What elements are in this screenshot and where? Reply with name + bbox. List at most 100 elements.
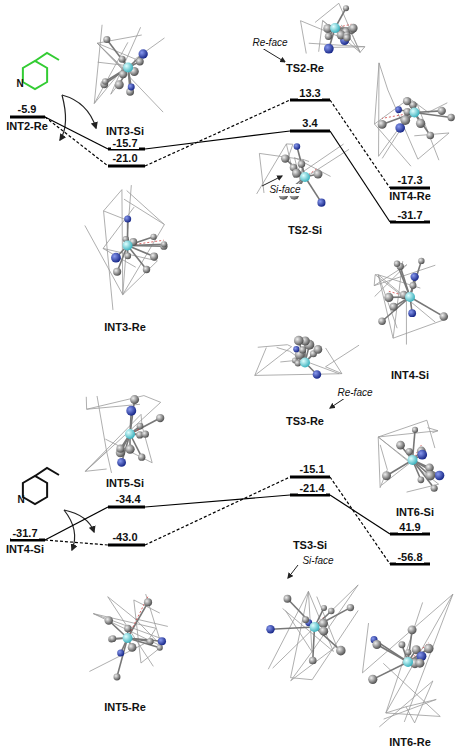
atom-ball	[137, 423, 144, 430]
atom-ball	[412, 427, 418, 433]
atom-ball	[113, 673, 120, 680]
wireframe-bond	[121, 190, 123, 295]
face-arrow	[330, 398, 345, 408]
wireframe-bond	[124, 199, 164, 224]
energy-label: INT3-Si	[105, 125, 145, 137]
atom-ball	[447, 114, 454, 121]
atom-ball	[410, 282, 417, 289]
atom-ball	[294, 336, 304, 346]
atom-ball	[136, 58, 144, 66]
energy-label: INT4-Re	[388, 190, 432, 202]
curved-arrow	[60, 95, 66, 140]
wireframe-bond	[273, 585, 359, 668]
energy-label: -56.8	[396, 551, 423, 563]
atom-ball	[113, 268, 121, 276]
atom-ball	[299, 346, 306, 353]
wireframe-bond	[393, 319, 445, 338]
atom-ball	[401, 115, 411, 125]
atom-ball	[378, 120, 387, 129]
atom-ball	[142, 431, 149, 438]
wireframe-bond	[85, 402, 160, 471]
energy-label: TS3-Si	[292, 539, 328, 551]
energy-level	[108, 544, 145, 547]
atom-ball	[416, 119, 425, 128]
metal-atom	[330, 23, 340, 33]
stick-bond	[270, 627, 314, 629]
atom-ball	[438, 107, 446, 115]
wireframe-bond	[404, 594, 453, 722]
solid-path	[145, 131, 290, 149]
atom-ball	[343, 5, 349, 11]
atom-ball	[395, 106, 402, 113]
energy-label: 41.9	[398, 521, 421, 533]
wireframe-bond	[258, 345, 288, 348]
atom-ball	[119, 56, 126, 63]
wireframe-bond	[315, 3, 339, 22]
wireframe-bond	[380, 445, 387, 470]
metal-atom	[123, 241, 133, 251]
atom-ball	[321, 605, 327, 611]
atom-ball	[115, 80, 124, 89]
energy-label: -17.3	[396, 174, 423, 186]
wireframe-bond	[326, 348, 342, 374]
curved-arrow	[64, 510, 75, 550]
dashed-path	[145, 477, 290, 545]
wireframe-bond	[319, 21, 323, 52]
wireframe-bond	[259, 153, 264, 193]
wireframe-bond	[108, 597, 135, 619]
energy-label: TS2-Re	[285, 62, 325, 74]
atom-ball	[158, 637, 166, 645]
stick-bond	[128, 602, 149, 638]
energy-label: INT3-Re	[103, 321, 147, 333]
wireframe-bond	[379, 63, 388, 90]
atom-ball	[144, 598, 152, 606]
atom-ball	[157, 645, 163, 651]
wireframe-bond	[104, 211, 126, 220]
atom-ball	[313, 370, 322, 379]
atom-ball	[319, 627, 328, 636]
wireframe-bond	[94, 25, 102, 104]
wireframe-bond	[378, 437, 438, 484]
atom-ball	[314, 345, 323, 354]
wireframe-bond	[308, 591, 333, 651]
atom-ball	[138, 49, 147, 58]
atom-ball	[399, 641, 406, 648]
atom-ball	[368, 675, 377, 684]
atom-ball	[128, 643, 137, 652]
wireframe-bond	[144, 396, 161, 403]
atom-ball	[298, 160, 306, 168]
solid-path	[330, 495, 390, 534]
atom-ball	[138, 453, 145, 460]
dashed-path	[330, 477, 390, 564]
metal-atom	[408, 455, 418, 465]
atom-ball	[314, 170, 323, 179]
wireframe-bond	[294, 144, 343, 178]
energy-label: INT6-Re	[388, 736, 432, 748]
energy-label: -15.7	[111, 137, 138, 149]
atom-ball	[128, 83, 135, 90]
atom-ball	[394, 261, 400, 267]
atom-ball	[347, 604, 354, 611]
atom-ball	[292, 169, 301, 178]
wireframe-bond	[93, 614, 162, 647]
stick-bond	[413, 460, 435, 488]
energy-label: INT4-Si	[390, 369, 430, 381]
atom-ball	[156, 414, 164, 422]
face-arrow	[262, 48, 285, 62]
atom-ball	[405, 649, 411, 655]
atom-ball	[117, 458, 126, 467]
wireframe-bond	[384, 699, 437, 719]
atom-ball	[324, 44, 334, 54]
atom-ball	[403, 97, 411, 105]
energy-label: -34.4	[114, 493, 141, 505]
wireframe-bond	[105, 439, 152, 463]
wireframe-bond	[285, 611, 312, 652]
wireframe-bond	[87, 396, 144, 410]
wireframe-bond	[374, 275, 376, 286]
atom-ball	[418, 258, 424, 264]
wireframe-bond	[97, 35, 142, 43]
energy-label: -31.7	[11, 527, 38, 539]
wireframe-bond	[97, 396, 107, 451]
atom-ball	[424, 644, 434, 654]
wireframe-bond	[255, 348, 267, 376]
